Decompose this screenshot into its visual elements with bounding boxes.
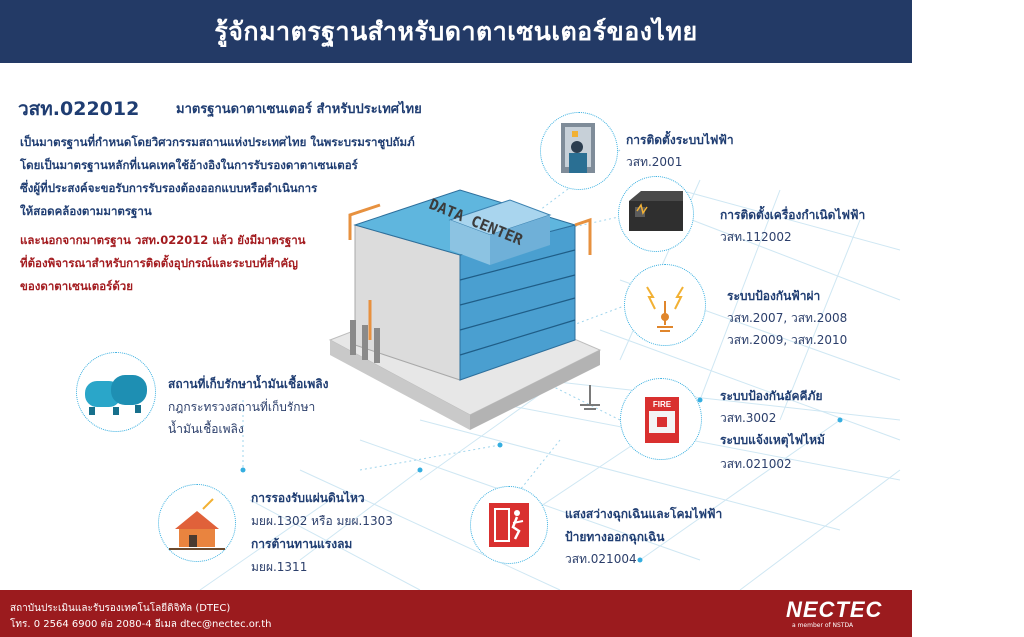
fire-alarm-icon: FIRE (645, 397, 679, 443)
fire-alarm-icon-frame: FIRE (620, 378, 702, 460)
earthquake-title: การรองรับแผ่นดินไหว (251, 491, 365, 505)
generator-icon (629, 191, 683, 231)
page-title: รู้จักมาตรฐานสำหรับดาตาเซนเตอร์ของไทย (214, 16, 698, 46)
fuel-title: สถานที่เก็บรักษาน้ำมันเชื้อเพลิง (168, 377, 329, 391)
nectec-logo: NECTEC (786, 597, 883, 622)
data-center-building-illustration: DATA CENTER (328, 189, 602, 430)
emergency-light-title: แสงสว่างฉุกเฉินและโคมไฟฟ้า (565, 507, 723, 521)
description-line: ซึ่งผู้ที่ประสงค์จะขอรับการรับรองต้องออก… (20, 181, 318, 195)
description-block: เป็นมาตรฐานที่กำหนดโดยวิศวกรรมสถานแห่งปร… (20, 131, 460, 223)
fire-title: ระบบป้องกันอัคคีภัย (720, 389, 823, 403)
description-line: ให้สอดคล้องตามมาตรฐาน (20, 204, 152, 218)
generator-code: วสท.112002 (720, 230, 792, 244)
electrical-code: วสท.2001 (626, 155, 683, 169)
fuel-line-2: น้ำมันเชื้อเพลิง (168, 422, 244, 436)
fuel-line-1: กฎกระทรวงสถานที่เก็บรักษา (168, 400, 316, 414)
fire-code: วสท.3002 (720, 411, 777, 425)
emergency-exit-icon-frame (470, 486, 548, 564)
note-block: และนอกจากมาตรฐาน วสท.022012 แล้ว ยังมีมา… (20, 229, 350, 298)
fire-alarm-title: ระบบแจ้งเหตุไฟไหม้ (720, 433, 825, 447)
generator-title: การติดตั้งเครื่องกำเนิดไฟฟ้า (720, 208, 866, 222)
note-line: ที่ต้องพิจารณาสำหรับการติดตั้งอุปกรณ์และ… (20, 256, 298, 270)
emergency-exit-icon (489, 503, 529, 547)
earthquake-code: มยผ.1302 หรือ มยผ.1303 (251, 514, 393, 528)
wind-title: การต้านทานแรงลม (251, 537, 353, 551)
fuel-tank-icon (85, 375, 147, 415)
header-bar (0, 0, 912, 63)
description-line: เป็นมาตรฐานที่กำหนดโดยวิศวกรรมสถานแห่งปร… (20, 135, 415, 149)
description-line: โดยเป็นมาตรฐานหลักที่เนคเทคใช้อ้างอิงในก… (20, 158, 358, 172)
emergency-code: วสท.021004 (565, 552, 637, 566)
electrical-title: การติดตั้งระบบไฟฟ้า (626, 133, 734, 147)
lightning-rod-icon (646, 286, 684, 332)
exit-sign-title: ป้ายทางออกฉุกเฉิน (565, 530, 665, 544)
footer-org-name: สถาบันประเมินและรับรองเทคโนโลยีดิจิทัล (… (10, 603, 231, 614)
fire-alarm-code: วสท.021002 (720, 457, 792, 471)
standard-subtitle: มาตรฐานดาตาเซนเตอร์ สำหรับประเทศไทย (176, 102, 422, 117)
lightning-title: ระบบป้องกันฟ้าผ่า (727, 289, 821, 303)
electrical-worker-icon (561, 123, 595, 173)
generator-icon-frame (618, 176, 694, 252)
nectec-logo-subtitle: a member of NSTDA (792, 622, 854, 629)
footer-bar (0, 590, 912, 637)
lightning-icon-frame (624, 264, 706, 346)
lightning-code-1: วสท.2007, วสท.2008 (727, 311, 848, 325)
wind-code: มยผ.1311 (251, 560, 308, 574)
fire-label: FIRE (653, 400, 672, 409)
footer-contact: โทร. 0 2564 6900 ต่อ 2080-4 อีเมล dtec@n… (10, 619, 272, 630)
electrical-icon-frame (540, 112, 618, 190)
standard-code-title: วสท.022012 (18, 98, 140, 120)
fuel-tank-icon-frame (76, 352, 156, 432)
note-line: ของดาตาเซนเตอร์ด้วย (20, 279, 133, 293)
note-line: และนอกจากมาตรฐาน วสท.022012 แล้ว ยังมีมา… (20, 233, 306, 247)
earthquake-icon-frame (158, 484, 236, 562)
earthquake-icon (169, 498, 225, 550)
lightning-code-2: วสท.2009, วสท.2010 (727, 333, 848, 347)
